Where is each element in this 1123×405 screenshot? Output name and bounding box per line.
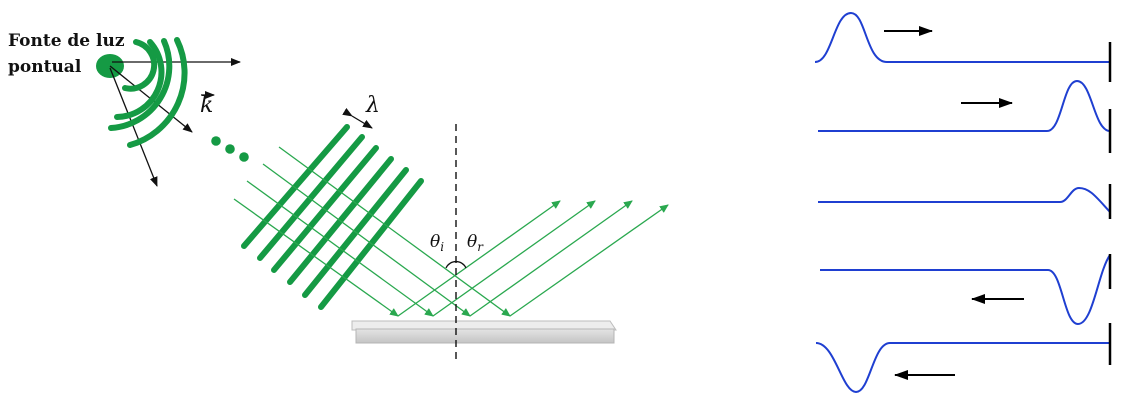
pulse-frame-4 — [820, 254, 1112, 326]
ray-arrow-down — [109, 67, 158, 187]
pulse-frame-1 — [814, 11, 1112, 82]
string-wave — [820, 254, 1111, 326]
source-label-line1: Fonte de luz — [8, 31, 125, 51]
incidence-angle-label: θi — [430, 232, 444, 254]
reflection-angle-label: θr — [467, 232, 484, 254]
pulse-frame-2 — [818, 79, 1112, 153]
angle-arc — [445, 260, 467, 269]
wave-vector-label: k — [200, 91, 215, 118]
wavelength-label: λ — [365, 93, 380, 118]
string-wave — [814, 11, 1110, 63]
reflection-diagram: Fonte de luz pontual k — [8, 31, 669, 362]
string-wave — [818, 186, 1111, 213]
source-label-line2: pontual — [8, 57, 82, 77]
string-wave — [818, 79, 1111, 132]
pulse-frame-3 — [818, 184, 1112, 219]
mirror-surface — [351, 320, 617, 344]
wavelength-marker: λ — [342, 93, 380, 129]
reflected-rays — [397, 200, 669, 317]
propagation-dots — [211, 136, 249, 162]
plane-wavefronts — [241, 124, 424, 310]
spherical-wavefronts — [108, 37, 188, 148]
string-wave — [815, 342, 1110, 394]
incident-rays — [233, 146, 511, 317]
svg-text:k: k — [200, 93, 213, 118]
pulse-reflection-panel — [814, 11, 1112, 394]
pulse-frame-5 — [815, 323, 1112, 394]
